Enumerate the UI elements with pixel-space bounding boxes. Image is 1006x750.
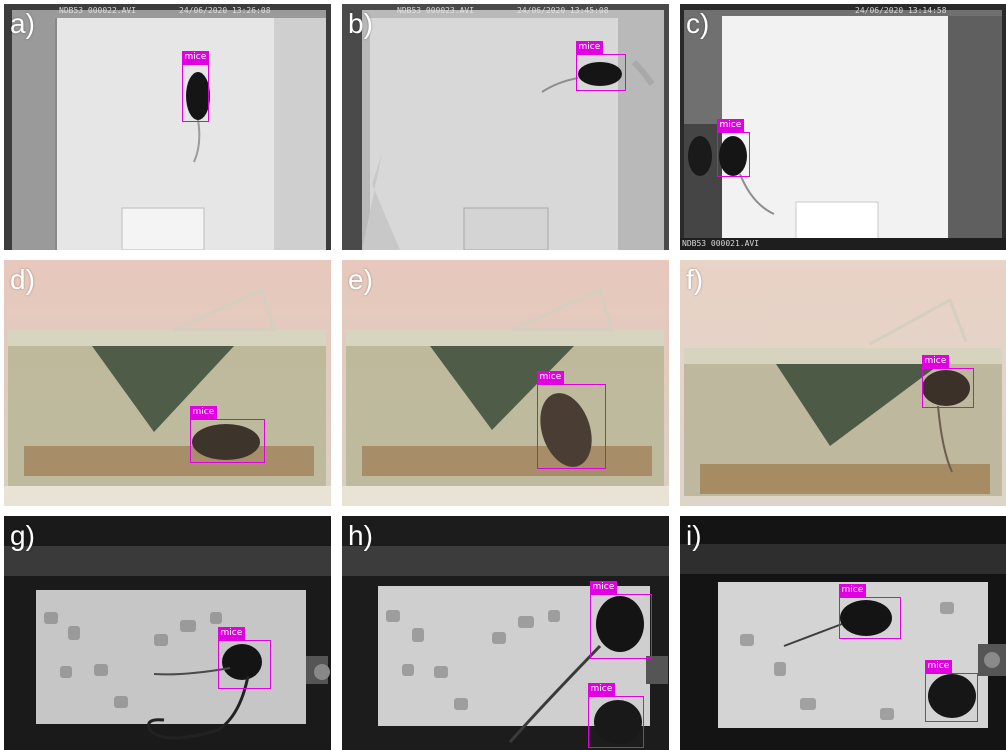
video-timestamp-overlay: 24/06/2020 13:14:58 [855, 6, 947, 15]
panel-f: f) mice [680, 260, 1006, 506]
panel-e: e) mice [342, 260, 669, 506]
panel-i: i) mice mice [680, 516, 1006, 750]
mouse-detection-box: mice [716, 119, 750, 177]
cage-top-view-image [342, 4, 669, 250]
mouse-detection-box: mice [217, 627, 271, 689]
panel-letter: a) [10, 8, 35, 39]
video-timestamp-overlay: 24/06/2020 13:26:08 [179, 6, 271, 15]
detection-label: mice [189, 406, 218, 419]
panel-d: d) mice [4, 260, 331, 506]
video-timestamp-overlay: 24/06/2020 13:45:08 [517, 6, 609, 15]
video-filename-overlay: NDB53 000023.AVI [397, 6, 475, 15]
mouse-detection-box: mice [181, 51, 210, 122]
video-filename-overlay: NDB53 000021.AVI [682, 239, 760, 248]
cage-infrared-view-image [342, 516, 669, 750]
detection-label: mice [838, 584, 867, 597]
detection-label: mice [575, 41, 604, 54]
cage-top-view-image [4, 4, 331, 250]
panel-b: b) NDB53 000023.AVI 24/06/2020 13:45:08 … [342, 4, 669, 250]
panel-letter: f) [686, 264, 704, 295]
mouse-detection-box: mice [575, 41, 626, 91]
mouse-detection-box: mice [536, 371, 606, 469]
detection-label: mice [921, 355, 950, 368]
cage-side-view-image [4, 260, 331, 506]
detection-label: mice [217, 627, 246, 640]
panel-letter: i) [686, 520, 702, 551]
panel-letter: g) [10, 520, 35, 551]
panel-letter: e) [348, 264, 373, 295]
cage-side-view-image [342, 260, 669, 506]
mouse-detection-box: mice [924, 660, 978, 722]
detection-label: mice [587, 683, 616, 696]
detection-label: mice [716, 119, 745, 132]
mouse-detection-box: mice [838, 584, 901, 639]
detection-label: mice [589, 581, 618, 594]
panel-letter: c) [686, 8, 710, 39]
panel-h: h) mice mice [342, 516, 669, 750]
panel-letter: h) [348, 520, 373, 551]
mouse-detection-box: mice [589, 581, 652, 659]
mouse-detection-box: mice [587, 683, 644, 748]
cage-infrared-view-image [680, 516, 1006, 750]
cage-infrared-view-image [4, 516, 331, 750]
mouse-detection-box: mice [189, 406, 265, 463]
panel-letter: b) [348, 8, 373, 39]
video-filename-overlay: NDB53 000022.AVI [59, 6, 137, 15]
detection-label: mice [924, 660, 953, 673]
panel-c: c) 24/06/2020 13:14:58 NDB53 000021.AVI … [680, 4, 1006, 250]
panel-a: a) NDB53 000022.AVI 24/06/2020 13:26:08 … [4, 4, 331, 250]
panel-g: g) mice [4, 516, 331, 750]
detection-label: mice [536, 371, 565, 384]
panel-letter: d) [10, 264, 35, 295]
detection-label: mice [181, 51, 210, 64]
mouse-detection-box: mice [921, 355, 974, 408]
